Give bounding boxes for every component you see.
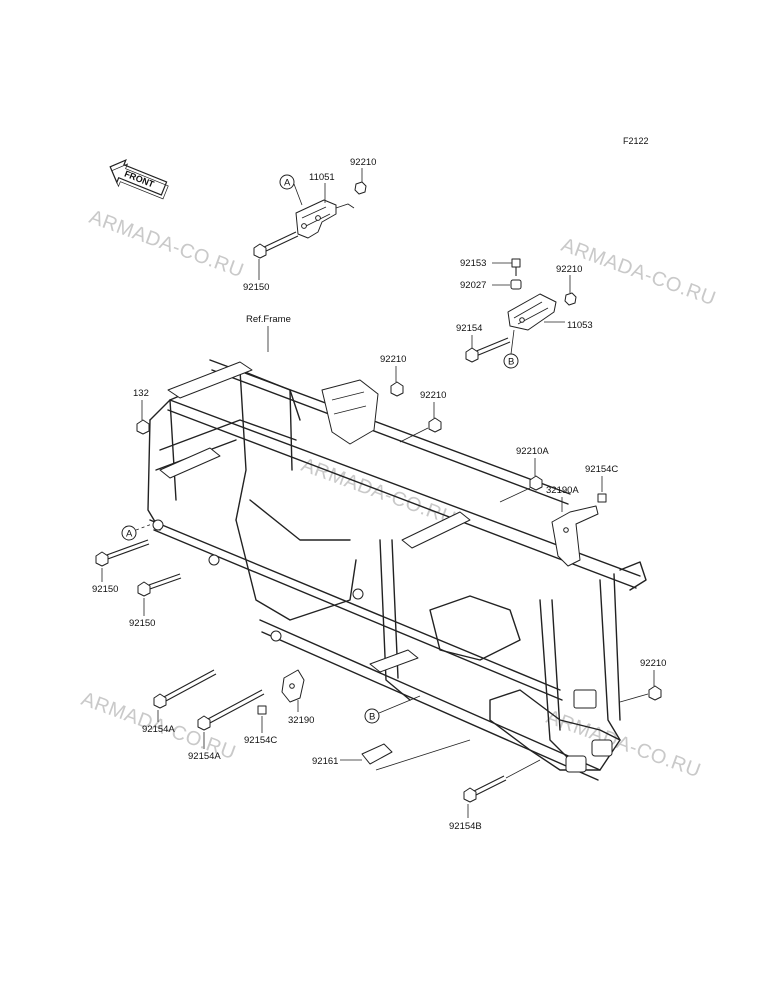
label-92153: 92153 [460,258,486,269]
left-fasteners: 132 A 92150 92150 [92,388,182,629]
watermark-3: ARMADA-CO.RU [298,454,458,530]
bolt-92150-left-1 [95,539,150,567]
mid-tower [321,379,379,445]
label-92154A-2: 92154A [188,751,221,762]
figure-code: F2122 [623,136,649,146]
label-92154B: 92154B [449,821,482,832]
rear-right-bracket [573,689,597,709]
bolt-92154A-2 [197,689,265,731]
ref-frame-label: Ref.Frame [246,314,291,325]
label-32190A: 32190A [546,485,579,496]
label-92210-mid1: 92210 [380,354,406,365]
bolt-92154C-left [257,705,267,715]
label-92154A-1: 92154A [142,724,175,735]
label-92210-r: 92210 [640,658,666,669]
bolt-92153 [511,258,521,268]
callout-b-bottom [364,708,380,724]
label-92154C-l: 92154C [244,735,277,746]
callout-a-top [279,174,295,190]
collar-92027 [510,279,522,290]
label-92027: 92027 [460,280,486,291]
label-11053: 11053 [567,320,593,331]
label-11051: 11051 [309,172,335,183]
bolt-92150-top [253,231,299,259]
bracket-11053 [507,293,557,331]
rear-block-1 [565,755,587,773]
label-92150-l1: 92150 [92,584,118,595]
nut-92210-top [354,181,367,195]
label-32190: 32190 [288,715,314,726]
bracket-32190A [551,505,599,567]
callout-b-top-label: B [508,357,514,368]
label-92210-top: 92210 [350,157,376,168]
label-92210-b: 92210 [556,264,582,275]
bolt-92154 [465,337,511,363]
label-92161: 92161 [312,756,338,767]
callout-b-bottom-label: B [369,712,375,723]
rear-plate [369,649,419,673]
label-92154: 92154 [456,323,482,334]
nut-92210-mid1 [390,381,404,397]
label-92150-l2: 92150 [129,618,155,629]
pad-92161 [361,743,393,765]
nut-92210-b [564,292,577,306]
bracket-11051-group: A 11051 92210 92150 [243,157,376,293]
bolt-92154A-1 [153,669,217,709]
label-92210-mid2: 92210 [420,390,446,401]
callout-a-left-label: A [126,529,133,540]
rear-block-2 [591,739,613,757]
lower-fasteners: 92154A 92154A 92154C 32190 B 92161 92154… [142,669,541,832]
nut-132 [136,419,150,435]
bolt-92154B [463,775,507,803]
front-lower-plate [159,447,221,479]
mid-nuts: 92210 92210 [380,354,446,443]
nut-92210-right [648,685,662,701]
bolt-92150-left-2 [137,573,182,597]
callout-a-top-label: A [284,178,291,189]
nut-92210-mid2 [428,417,442,433]
right-fasteners: 92210A 92154C 32190A 92210 [499,446,666,703]
watermark-1: ARMADA-CO.RU [86,206,246,282]
nut-92210A [529,475,543,491]
label-132: 132 [133,388,149,399]
label-92210A: 92210A [516,446,549,457]
bolt-92154C-right [597,493,607,503]
label-92150-top: 92150 [243,282,269,293]
front-arrow-icon: FRONT [109,159,169,200]
label-92154C-r: 92154C [585,464,618,475]
front-plate [167,361,253,399]
callout-a-left [121,525,137,541]
center-plate [401,511,471,549]
bracket-11053-group: 92153 92027 92210 11053 92154 B [456,258,593,369]
